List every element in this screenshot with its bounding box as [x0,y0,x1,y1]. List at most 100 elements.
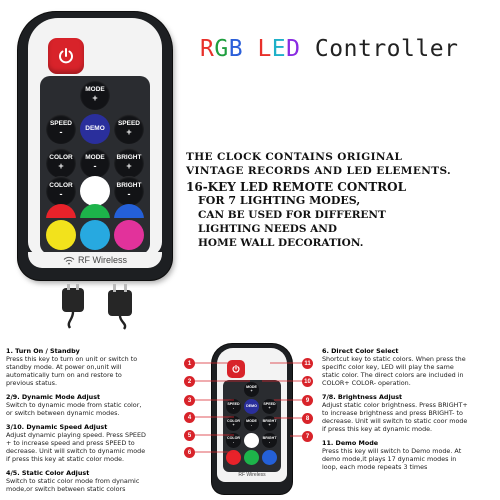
note-line: decrease. Unit will switch to dynamic mo… [6,447,146,455]
plus-sign: + [92,92,98,103]
title-letter: E [271,36,287,62]
title-letter: B [228,36,244,62]
note-heading: 6. Direct Color Select [322,347,399,355]
mode-minus-label: MODE [85,154,105,162]
diagram-color-label: COLOR [227,435,240,440]
title-letter: G [214,36,229,62]
wifi-icon [63,256,75,264]
diagram-mode-minus: MODE- [244,416,259,431]
title-letter [243,36,257,62]
diagram-power-button [227,360,245,378]
title-letter: n [343,36,358,62]
yellow-color-button[interactable] [46,220,76,250]
note-line: Switch to dynamic mode from static color… [6,401,142,409]
diagram-bright-minus: BRIGHT- [262,433,277,448]
note-line: demo mode,it plays 17 dynamic modes in [322,455,457,463]
demo-button[interactable]: DEMO [80,114,110,144]
description-line: VINTAGE RECORDS AND LED ELEMENTS. [186,165,452,177]
note-line: Shortcut key to static colors. When pres… [322,355,466,363]
title-letter: r [444,36,459,62]
diagram-green [244,450,259,465]
callout-1: 1 [184,358,195,369]
title-letter: r [372,36,387,62]
diagram-demo-label: DEMO [246,403,257,408]
note-line: loop, each mode repeats 3 times [322,463,428,471]
bright-plus-label: BRIGHT [116,154,142,162]
note-heading: 7/8. Brightness Adjust [322,393,403,401]
minus-sign: - [232,439,235,444]
description-line: LIGHTING NEEDS AND [198,223,337,235]
note-line: previous status. [6,379,58,387]
note-heading: 1. Turn On / Standby [6,347,80,355]
title-letter [301,36,315,62]
diagram-mode-plus: MODE+ [244,382,259,397]
mode-minus-button[interactable]: MODE - [80,148,110,178]
title-letter: o [386,36,402,62]
plus-sign: + [268,422,271,427]
power-button[interactable] [48,38,84,74]
color-plus-button[interactable]: COLOR + [46,148,76,178]
description-line: HOME WALL DECORATION. [198,237,364,249]
note-line: COLOR+ COLOR- operation. [322,379,411,387]
diagram-color-label: COLOR [227,418,240,423]
title-letter: R [200,36,215,62]
callout-5: 5 [184,430,195,441]
note-line: to increase brightness and press BRIGHT-… [322,409,463,417]
power-icon [232,364,240,373]
minus-sign: - [127,188,131,199]
title-letter: t [357,36,373,62]
plus-sign: + [268,405,271,410]
white-color-button[interactable] [80,176,110,206]
callout-6: 6 [184,447,195,458]
note-line: automatically turn on and restore to [6,371,122,379]
diagram-speed-minus: SPEED- [226,399,241,414]
diagram-white [244,433,259,448]
pink-color-button[interactable] [114,220,144,250]
title-letter: e [429,36,445,62]
diagram-bright-label: BRIGHT [262,418,277,423]
callout-2: 2 [184,376,195,387]
note-heading: 2/9. Dynamic Mode Adjust [6,393,101,401]
rf-wireless-footer-text: RF Wireless [78,255,127,265]
note-line: specific color key, LED will play the sa… [322,363,454,371]
note-line: or switch between dynamic modes. [6,409,120,417]
speed-minus-button[interactable]: SPEED - [46,114,76,144]
diagram-keypad: MODE+ SPEED- DEMO SPEED+ COLOR+ MODE- BR… [223,380,281,472]
callout-11: 11 [302,358,313,369]
note-line: Press this key to turn on unit or switch… [6,355,138,363]
plus-sign: + [250,388,253,393]
note-line: static color. The direct colors are incl… [322,371,464,379]
bright-plus-button[interactable]: BRIGHT + [114,148,144,178]
diagram-bright-label: BRIGHT [262,435,277,440]
title-letter: l [415,36,430,62]
note-line: Switch to static color mode from dynamic [6,477,140,485]
description-line: FOR 7 LIGHTING MODES, [198,194,361,207]
note-heading: 3/10. Dynamic Speed Adjust [6,423,108,431]
mode-plus-label: MODE [85,86,105,94]
remote-diagram: MODE+ SPEED- DEMO SPEED+ COLOR+ MODE- BR… [212,344,292,494]
diagram-speed-label: SPEED [263,401,276,406]
title-letter: L [257,36,272,62]
cyan-color-button[interactable] [80,220,110,250]
plus-sign: + [126,160,132,171]
note-line: + to increase speed and press SPEED to [6,439,135,447]
note-heading: 4/5. Static Color Adjust [6,469,90,477]
color-minus-button[interactable]: COLOR - [46,176,76,206]
note-line: Adjust dynamic playing speed. Press SPEE… [6,431,146,439]
rf-wireless-footer: RF Wireless [28,252,162,268]
bright-minus-button[interactable]: BRIGHT - [114,176,144,206]
title-letter: C [314,36,330,62]
minus-sign: - [59,188,63,199]
speed-plus-button[interactable]: SPEED + [114,114,144,144]
title-letter: l [401,36,416,62]
title-letter: D [286,36,301,62]
mode-plus-button[interactable]: MODE + [80,80,110,110]
speed-minus-label: SPEED [49,120,73,128]
